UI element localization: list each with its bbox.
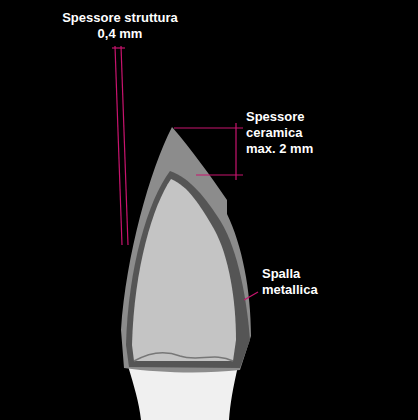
part-label: Spalla metallica [262,266,342,298]
metal-framework [126,171,250,368]
dimension-tick [112,47,125,48]
tooth-root [128,366,238,420]
dimension-line [235,123,236,180]
dimension-label: Spessore ceramica max. 2 mm [246,109,330,157]
dimension-line [115,46,122,245]
dimension-line [121,46,128,245]
preparation-margin [134,353,233,361]
leader-line [244,292,258,300]
dimension-label: Spessore struttura 0,4 mm [60,10,180,42]
tooth-core [132,179,236,361]
ceramic-veneer [121,127,251,372]
dimension-tick [174,127,243,128]
